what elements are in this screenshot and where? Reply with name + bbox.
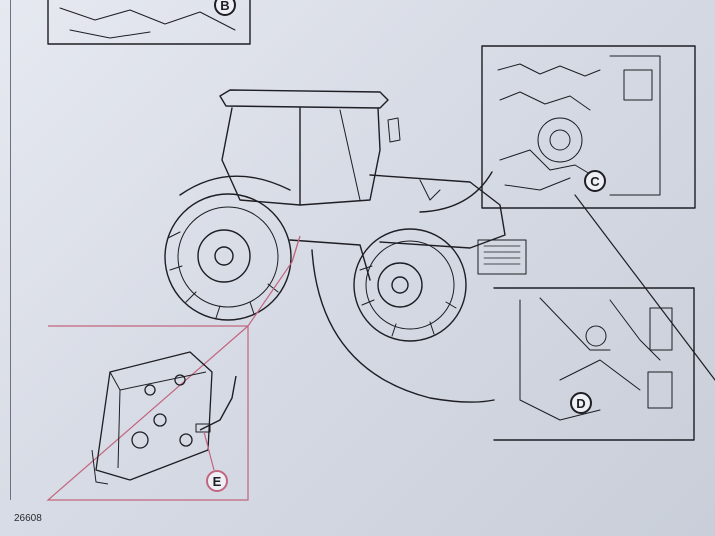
hydraulic-valve-part — [91, 351, 237, 485]
page-margin-rule — [10, 0, 11, 500]
leader-line-diagonal — [574, 194, 715, 381]
detail-box-d — [493, 287, 695, 441]
leader-line-e — [203, 431, 215, 471]
detail-box-b — [47, 0, 251, 45]
callout-d: D — [570, 392, 592, 414]
leader-line-d — [311, 249, 495, 403]
callout-c: C — [584, 170, 606, 192]
leader-line-c — [419, 171, 493, 213]
callout-e: E — [206, 470, 228, 492]
detail-box-c — [481, 45, 696, 209]
detail-box-e — [46, 235, 301, 501]
tractor — [164, 89, 527, 342]
callout-b: B — [214, 0, 236, 16]
figure-number: 26608 — [14, 513, 42, 524]
